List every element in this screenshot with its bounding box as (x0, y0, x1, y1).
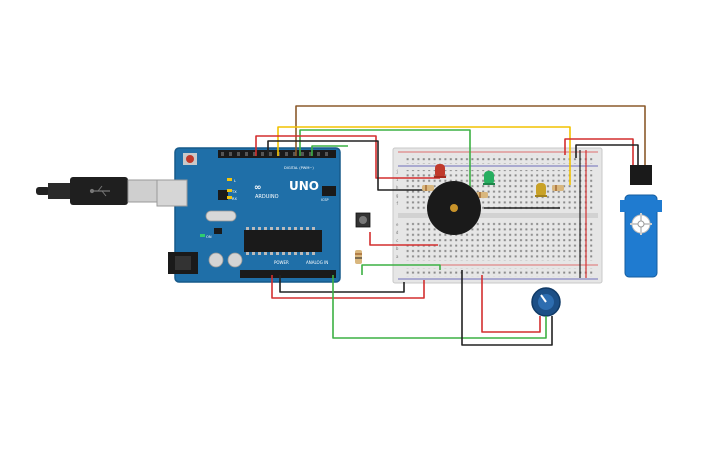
row-label-b: b (396, 246, 399, 251)
wire-red-button[interactable] (369, 232, 438, 246)
wire-brown-servo-signal[interactable] (295, 105, 646, 165)
wire-red-servo[interactable] (564, 138, 634, 165)
arduino-infinity-logo: ∞ (254, 183, 262, 193)
wire-red-pot[interactable] (481, 275, 541, 333)
led-icon[interactable] (434, 164, 446, 178)
resistor-red-led (422, 185, 434, 191)
row-label-d: d (396, 230, 399, 235)
arduino-uno-board[interactable]: ∞ UNO ARDUINO DIGITAL (PWM~) POWER ANALO… (156, 147, 341, 283)
row-label-i: i (396, 177, 399, 182)
rx-label: RX (232, 197, 237, 201)
row-label-a: a (396, 254, 399, 259)
wire-red-5v[interactable] (271, 275, 425, 299)
tx-label: TX (231, 190, 237, 194)
wire-black-top[interactable] (267, 140, 430, 191)
wire-black-gnd[interactable] (279, 275, 405, 293)
servo-icon[interactable] (620, 165, 662, 278)
power-label: POWER (274, 260, 289, 265)
wire-black-pot[interactable] (461, 270, 553, 346)
icsp-label: ICSP (321, 198, 329, 202)
on-label: ON (206, 235, 212, 239)
reset-button[interactable] (183, 153, 197, 165)
wire-black-servo[interactable] (575, 144, 639, 165)
analog-label: ANALOG IN (306, 260, 328, 265)
breadboard[interactable]: j i h g f e d c b a (392, 147, 603, 284)
l-label: L (234, 179, 236, 183)
row-label-e: e (396, 222, 399, 227)
pushbutton-icon[interactable] (355, 212, 371, 228)
row-label-f: f (396, 201, 399, 206)
row-label-j: j (396, 169, 398, 174)
wire-green-analog[interactable] (332, 275, 547, 339)
usb-plug-icon (36, 177, 159, 205)
row-label-g: g (396, 193, 399, 198)
resistor-icon (355, 250, 362, 264)
arduino-model: UNO (289, 179, 319, 193)
digital-label: DIGITAL (PWM~) (284, 166, 314, 170)
arduino-brand: ARDUINO (255, 194, 279, 200)
potentiometer-icon[interactable] (531, 287, 561, 317)
row-label-h: h (396, 185, 399, 190)
buzzer-icon[interactable] (427, 181, 481, 235)
led-green[interactable] (483, 171, 495, 185)
resistor-green-led (476, 192, 488, 198)
wire-green-short[interactable] (311, 145, 348, 156)
wire-green-button[interactable] (361, 264, 441, 275)
led-yellow[interactable] (535, 183, 547, 197)
wire-red-top[interactable] (255, 135, 440, 179)
row-label-c: c (396, 238, 399, 243)
wire-green-top[interactable] (299, 129, 471, 222)
resistor-yellow-led (552, 185, 564, 191)
